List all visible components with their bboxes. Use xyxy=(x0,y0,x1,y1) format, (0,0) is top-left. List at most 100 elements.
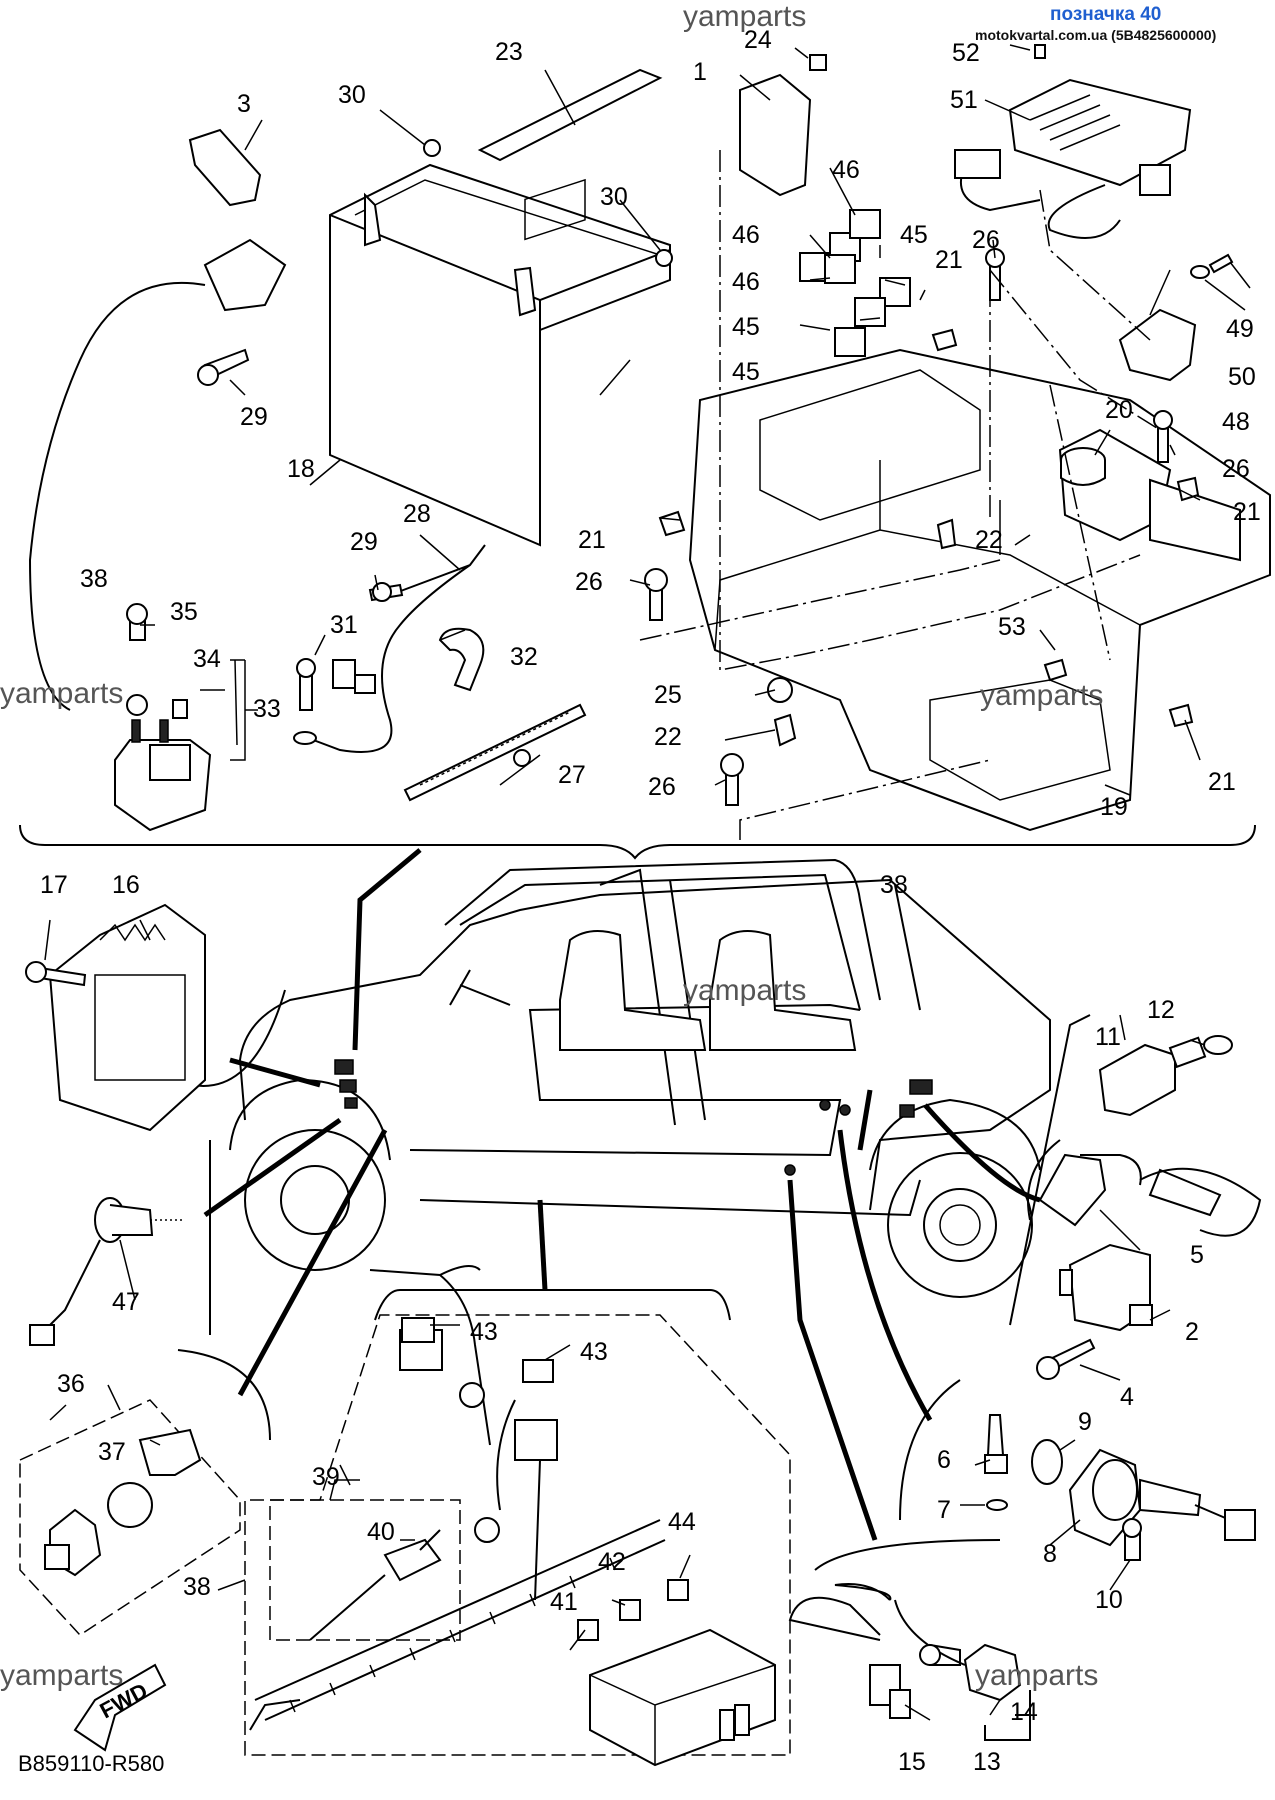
screw-52 xyxy=(1034,44,1046,59)
nut-30a xyxy=(423,139,441,157)
callout-32: 32 xyxy=(510,643,538,671)
callout-26b: 26 xyxy=(1222,455,1250,483)
callout-39: 39 xyxy=(312,1463,340,1491)
watermark-6: yamparts xyxy=(975,1659,1098,1692)
brace-36 xyxy=(177,1349,271,1441)
leader-3 xyxy=(739,759,991,840)
callout-6: 6 xyxy=(937,1446,951,1474)
callout-4: 4 xyxy=(1120,1383,1134,1411)
watermark-5: yamparts xyxy=(0,1659,123,1692)
callout-labels: 3 30 23 30 24 1 52 51 46 46 46 45 45 45 … xyxy=(40,26,1261,1776)
callout-50: 50 xyxy=(1228,363,1256,391)
callout-14: 14 xyxy=(1010,1698,1038,1726)
callout-45b: 45 xyxy=(732,313,760,341)
battery-box xyxy=(688,348,1271,832)
callout-21c: 21 xyxy=(578,526,606,554)
sensor-13 xyxy=(788,1583,1022,1719)
callout-17: 17 xyxy=(40,871,68,899)
rectifier-regulator xyxy=(48,903,206,1132)
watermark-3: yamparts xyxy=(980,679,1103,712)
callout-16: 16 xyxy=(112,871,140,899)
washer-12 xyxy=(1203,1035,1233,1055)
section-brace xyxy=(19,824,1256,860)
callout-43a: 43 xyxy=(470,1318,498,1346)
cable-28 xyxy=(299,544,486,753)
bolt-49 xyxy=(1208,253,1234,274)
callout-38a: 38 xyxy=(80,565,108,593)
bolt-29b-head xyxy=(372,582,392,602)
callout-20: 20 xyxy=(1105,396,1133,424)
callout-11: 11 xyxy=(1095,1023,1121,1051)
relays xyxy=(799,209,911,357)
clip-22a xyxy=(773,713,797,747)
watermark-2: yamparts xyxy=(0,677,123,710)
callout-21b: 21 xyxy=(1233,498,1261,526)
diagram-code: B859110-R580 xyxy=(18,1751,164,1776)
callout-49: 49 xyxy=(1226,315,1254,343)
callout-37: 37 xyxy=(98,1438,126,1466)
callout-48: 48 xyxy=(1222,408,1250,436)
lead-38 xyxy=(28,281,206,711)
ignition-coil xyxy=(1059,1243,1153,1332)
callout-45a: 45 xyxy=(900,221,928,249)
clip-21a xyxy=(658,510,686,537)
relay-1 xyxy=(739,73,812,197)
bolt-4-head xyxy=(1036,1356,1060,1380)
watermark-1: yamparts xyxy=(683,0,806,33)
fuse-holder xyxy=(203,238,287,312)
screw-24 xyxy=(809,54,827,71)
pointer-c xyxy=(203,1117,342,1218)
leader-1 xyxy=(719,150,1141,671)
callout-42: 42 xyxy=(598,1548,626,1576)
callout-52: 52 xyxy=(952,39,980,67)
pointer-h xyxy=(787,1179,878,1541)
callout-53: 53 xyxy=(998,613,1026,641)
brace-38 xyxy=(374,1289,731,1321)
battery xyxy=(329,163,671,547)
fwd-arrow xyxy=(73,1663,167,1752)
bolt-26c-head xyxy=(644,568,668,592)
pointer-e xyxy=(857,1089,873,1151)
clip-22b xyxy=(936,518,957,550)
callout-38b: 38 xyxy=(880,871,908,899)
watermark-4: yamparts xyxy=(683,974,806,1007)
callout-28: 28 xyxy=(403,500,431,528)
terminal xyxy=(293,731,317,745)
callout-35: 35 xyxy=(170,598,198,626)
clip-21d xyxy=(1168,703,1194,728)
callout-31: 31 xyxy=(330,611,358,639)
pointer-a xyxy=(352,848,422,1051)
ecu xyxy=(954,78,1192,239)
clip-32 xyxy=(438,627,485,692)
harness-panel xyxy=(244,1265,791,1767)
clamp-3 xyxy=(188,128,262,207)
callout-21d: 21 xyxy=(1208,768,1236,796)
callout-8: 8 xyxy=(1043,1540,1057,1568)
callout-47: 47 xyxy=(112,1288,140,1316)
callout-22b: 22 xyxy=(654,723,682,751)
callout-21a: 21 xyxy=(935,246,963,274)
cable-tie-27-teeth xyxy=(419,711,571,786)
callout-9: 9 xyxy=(1078,1408,1092,1436)
pointer-b xyxy=(229,1057,321,1088)
bolt-10-head xyxy=(1122,1518,1142,1538)
o-ring-9 xyxy=(1031,1439,1063,1485)
callout-30b: 30 xyxy=(600,183,628,211)
callout-36: 36 xyxy=(57,1370,85,1398)
speed-sensor xyxy=(29,1197,185,1346)
nut-25 xyxy=(767,677,793,703)
screw-31-head xyxy=(296,658,316,678)
callout-25: 25 xyxy=(654,681,682,709)
callout-15: 15 xyxy=(898,1748,926,1776)
header-site: motokvartal.com.ua (5B4825600000) xyxy=(975,27,1217,43)
callout-26c: 26 xyxy=(575,568,603,596)
connector-31b xyxy=(354,674,376,694)
callout-12: 12 xyxy=(1147,996,1175,1024)
callout-3: 3 xyxy=(237,90,251,118)
callout-30a: 30 xyxy=(338,81,366,109)
brace-11 xyxy=(1009,1014,1091,1326)
brace-6 xyxy=(899,1379,961,1521)
callout-19: 19 xyxy=(1100,793,1128,821)
clip-21c xyxy=(1176,476,1200,502)
cable-tie-27-clip xyxy=(513,749,531,767)
